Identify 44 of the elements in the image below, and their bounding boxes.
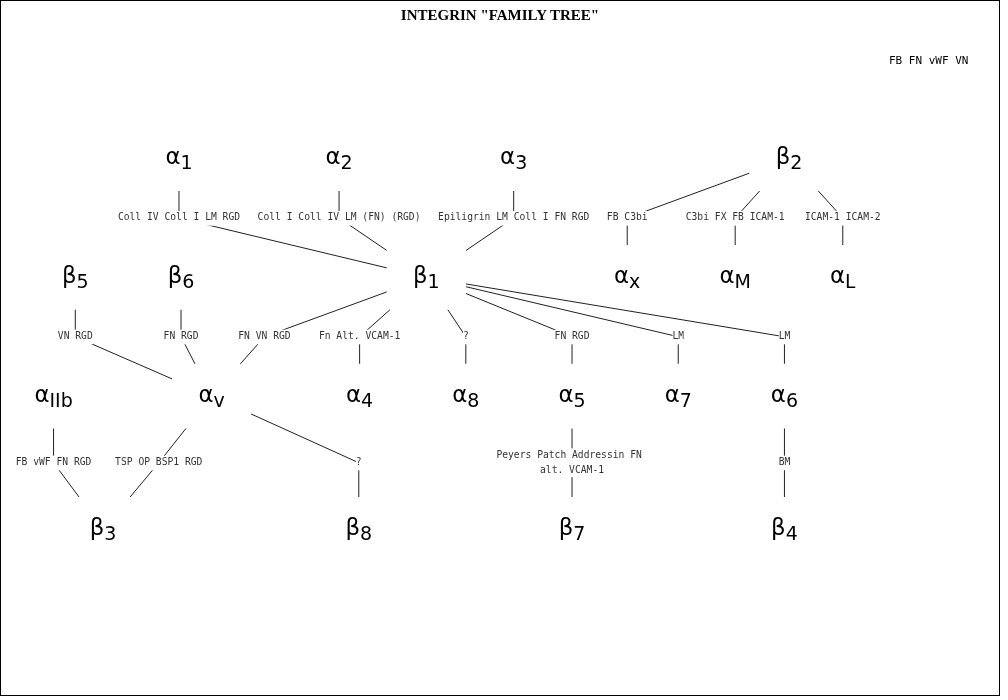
edge-label: ? xyxy=(355,456,362,468)
node-text: α$_{6}$ xyxy=(770,380,799,412)
node-text: α$_{v}$ xyxy=(198,380,225,412)
edge-label: VN RGD xyxy=(57,330,93,342)
edge-label: Epiligrin LM Coll I FN RGD xyxy=(438,211,590,224)
edge-label: Coll I Coll IV LM (FN) (RGD) xyxy=(257,211,421,224)
edge-label: FN RGD xyxy=(163,330,199,342)
edge-label: TSP OP BSP1 RGD xyxy=(115,456,203,468)
edge-label: Fn Alt. VCAM-1 xyxy=(318,330,401,342)
node-text: α$_{2}$ xyxy=(325,142,353,174)
node-text: α$_{8}$ xyxy=(452,380,480,412)
ligand-note: FB FN vWF VN xyxy=(889,54,970,67)
edge-label: BM xyxy=(778,456,791,468)
node-text: α$_{M}$ xyxy=(719,261,751,293)
connector xyxy=(250,413,360,498)
edge-label: ? xyxy=(462,330,469,342)
node-text: β$_{1}$ xyxy=(413,261,440,293)
node-text: β$_{5}$ xyxy=(61,261,89,293)
edge-label: LM xyxy=(778,330,791,342)
node-text: α$_{5}$ xyxy=(558,380,586,412)
node-text: β$_{4}$ xyxy=(771,513,798,545)
node-text: β$_{8}$ xyxy=(345,513,373,545)
node-text: β$_{6}$ xyxy=(167,261,195,293)
edge-label: Coll IV Coll I LM RGD xyxy=(117,211,241,224)
diagram-title: INTEGRIN "FAMILY TREE" xyxy=(400,7,600,24)
node-text: α$_{3}$ xyxy=(500,142,528,174)
node-text: α$_{x}$ xyxy=(614,261,641,293)
node-text: β$_{2}$ xyxy=(775,142,803,174)
node-text: α$_{7}$ xyxy=(664,380,692,412)
node-text: α$_{L}$ xyxy=(829,261,856,293)
connector xyxy=(447,309,467,365)
node-text: α$_{1}$ xyxy=(165,142,193,174)
node-text: α$_{IIb}$ xyxy=(34,380,73,412)
edge-label: C3bi FX FB ICAM-1 xyxy=(685,211,785,224)
edge-label: FB C3bi xyxy=(606,211,648,224)
node-text: α$_{4}$ xyxy=(346,380,374,412)
node-text: β$_{3}$ xyxy=(89,513,117,545)
node-text: β$_{7}$ xyxy=(558,513,586,545)
edge-label: FN RGD xyxy=(554,330,590,342)
edge-label: Peyers Patch Addressin FN alt. VCAM-1 xyxy=(496,449,642,476)
edge-label: FB vWF FN RGD xyxy=(15,456,92,468)
edge-label: ICAM-1 ICAM-2 xyxy=(804,211,881,224)
edge-label: LM xyxy=(672,330,685,342)
edge-label: FN VN RGD xyxy=(238,330,291,342)
